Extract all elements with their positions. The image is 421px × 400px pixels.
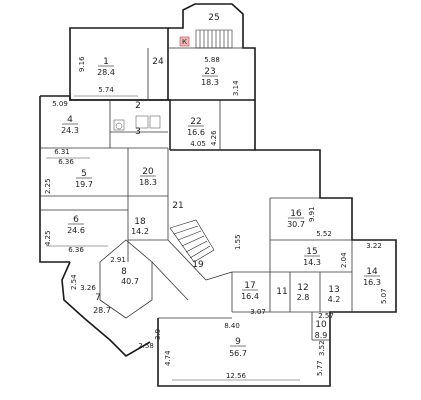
room-number: 5 [81, 169, 87, 179]
dimension-lines [46, 95, 300, 381]
dimension: 3.22 [366, 242, 382, 250]
room-area: 28.4 [97, 68, 115, 77]
corner-mark-label: К [182, 38, 187, 46]
wc-fixtures [113, 115, 161, 131]
dimension: 9.16 [78, 56, 86, 72]
room-area: 16.4 [241, 292, 259, 301]
dimension: 3.26 [80, 284, 96, 292]
dimension: 6.31 [54, 148, 70, 156]
room-number: 7 [95, 293, 101, 303]
dimension: 5.74 [98, 86, 114, 94]
dimension: 8.40 [224, 322, 240, 330]
room-number: 18 [134, 217, 146, 227]
dimension: 3.52 [318, 340, 326, 356]
dimension: 2.54 [70, 274, 78, 290]
dimension: 2.91 [110, 256, 126, 264]
room-number: 11 [276, 287, 287, 297]
room-number: 6 [73, 215, 79, 225]
room-area: 8.9 [315, 331, 328, 340]
room-number: 22 [190, 117, 201, 127]
dimension: 5.52 [316, 230, 332, 238]
dimension: 2.04 [340, 252, 348, 268]
outer-walls [39, 3, 397, 387]
room-number: 8 [121, 267, 127, 277]
room-number: 20 [142, 167, 154, 177]
room-number: 1 [103, 57, 109, 67]
room-area: 30.7 [287, 220, 305, 229]
room-number: 9 [235, 337, 241, 347]
room-area: 56.7 [229, 349, 247, 358]
room-labels: 1 28.4 2 3 4 24.3 5 19.7 6 24.6 7 28.7 8… [61, 13, 381, 358]
room-area: 40.7 [121, 277, 139, 286]
dimension-labels: 9.16 5.74 5.09 3.14 5.88 4.05 4.26 6.31 … [44, 56, 388, 380]
corner-mark: К [179, 36, 190, 47]
dimension: 5.77 [316, 360, 324, 376]
room-number: 13 [328, 285, 339, 295]
stairs-upper [195, 29, 233, 49]
dimension: 5.88 [204, 56, 220, 64]
dimension: 4.26 [210, 130, 218, 146]
room-number: 16 [290, 209, 302, 219]
dimension: 4.05 [190, 140, 206, 148]
room-number: 19 [192, 260, 204, 270]
room-number: 2 [135, 101, 141, 111]
room-area: 14.3 [303, 258, 321, 267]
room-number: 24 [152, 57, 164, 67]
dimension: 6.36 [58, 158, 74, 166]
dimension: 2.25 [44, 178, 52, 194]
room-number: 4 [67, 115, 73, 125]
dimension: 2.57 [318, 312, 334, 320]
dimension: 9.91 [308, 206, 316, 222]
room-area: 16.6 [187, 128, 205, 137]
room-area: 18.3 [201, 78, 219, 87]
dimension: 6.36 [68, 246, 84, 254]
dimension: 1.55 [234, 234, 242, 250]
room-number: 21 [172, 201, 183, 211]
room-number: 14 [366, 267, 378, 277]
room-area: 4.2 [328, 295, 341, 304]
dimension: 5.09 [52, 100, 68, 108]
room-number: 17 [244, 281, 255, 291]
room-area: 24.6 [67, 226, 85, 235]
dimension: 4.74 [164, 350, 172, 366]
room-area: 2.8 [297, 293, 310, 302]
dimension: 3.14 [232, 80, 240, 96]
dimension: 4.25 [44, 230, 52, 246]
room-number: 3 [135, 127, 141, 137]
room-area: 28.7 [93, 306, 111, 315]
dimension: 12.56 [226, 372, 247, 380]
room-number: 23 [204, 67, 215, 77]
room-area: 14.2 [131, 227, 149, 236]
room-number: 15 [306, 247, 317, 257]
room-number: 10 [315, 320, 327, 330]
room-area: 19.7 [75, 180, 93, 189]
dimension: 5.07 [380, 288, 388, 304]
interior-walls [40, 47, 353, 341]
dimension: 3.07 [250, 308, 266, 316]
stairs-diagonal [169, 219, 215, 263]
dimension: 3.9 [154, 329, 162, 340]
room-number: 12 [297, 283, 308, 293]
room-area: 24.3 [61, 126, 79, 135]
dimension: 2.58 [138, 342, 154, 350]
room-number: 25 [208, 13, 219, 23]
room-area: 18.3 [139, 178, 157, 187]
room-area: 16.3 [363, 278, 381, 287]
